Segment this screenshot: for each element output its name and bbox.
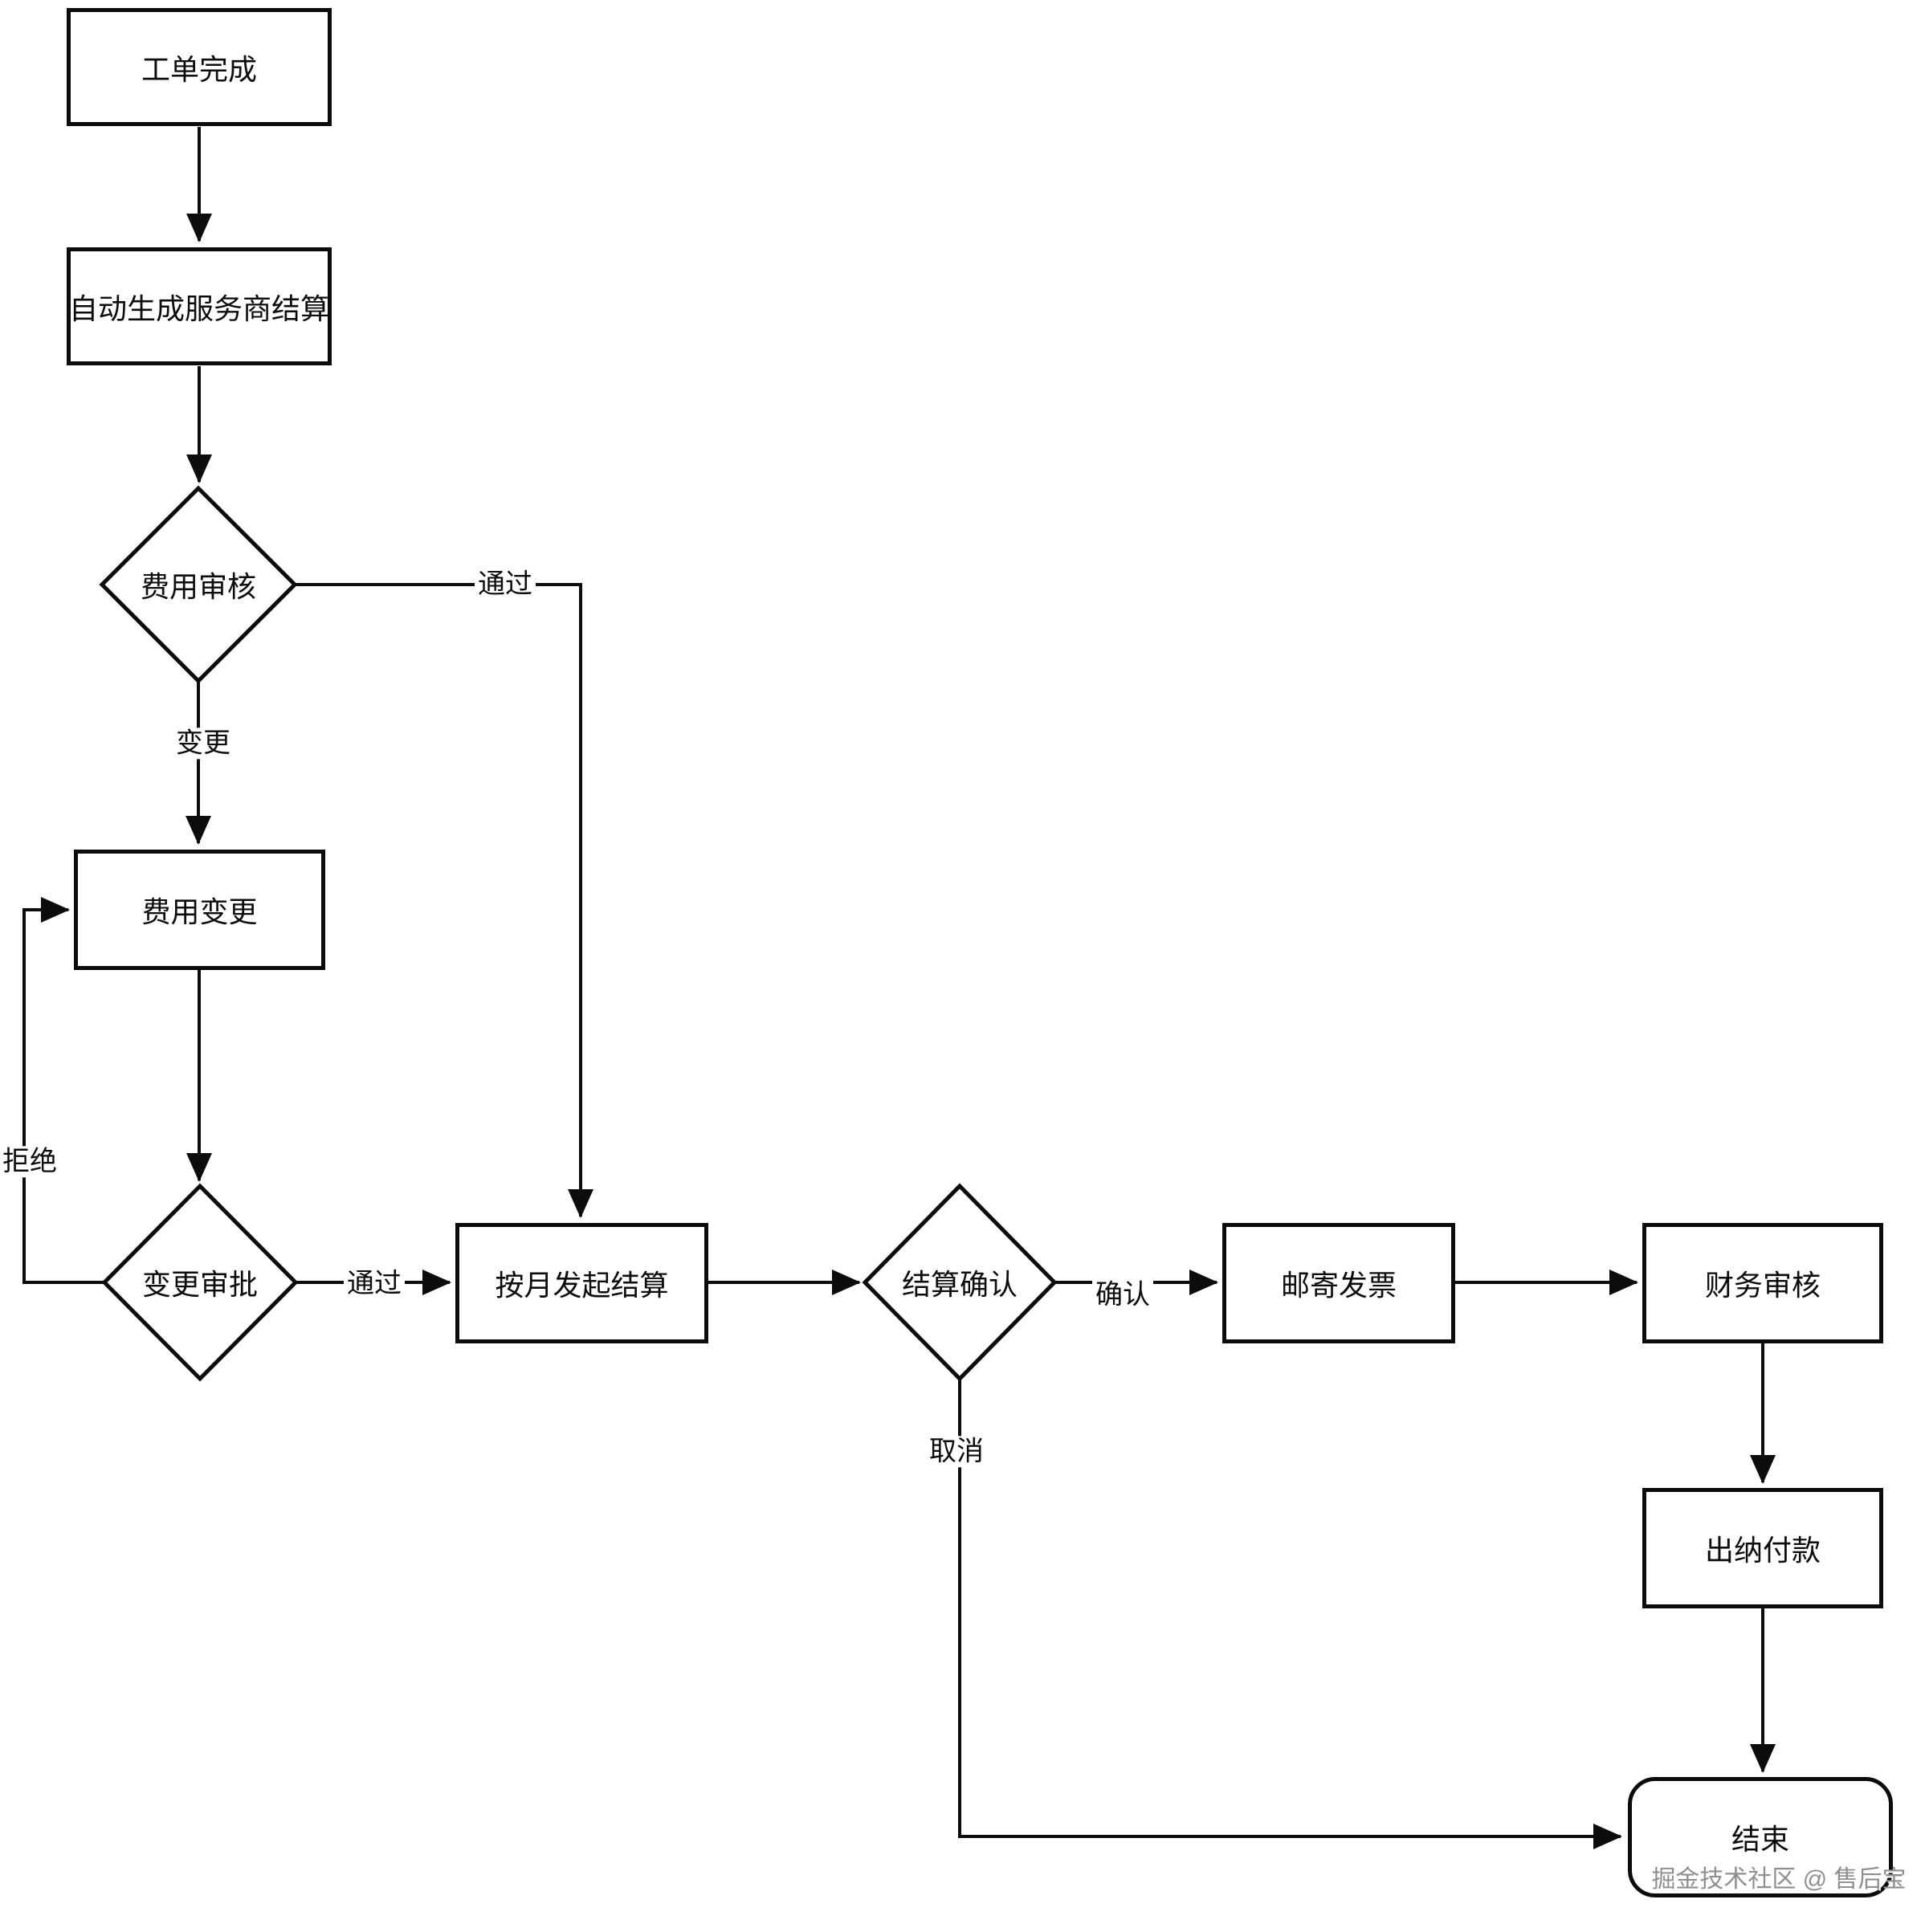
terminal-end-label: 结束 <box>1731 1823 1789 1856</box>
connector-costreview-pass-to-monthly <box>295 583 593 1218</box>
process-work-order-done: 工单完成 <box>67 8 332 126</box>
decision-cost-review-diamond <box>99 485 298 684</box>
process-cashier-payment: 出纳付款 <box>1642 1488 1883 1608</box>
process-cost-change-label: 费用变更 <box>141 895 258 928</box>
process-monthly-settlement-label: 按月发起结算 <box>495 1269 669 1302</box>
decision-settlement-confirm-label: 结算确认 <box>901 1268 1018 1301</box>
process-auto-generate-settlement-label: 自动生成服务商结算 <box>69 291 330 325</box>
connector-settlementconfirm-cancel-to-end <box>958 1379 1622 1849</box>
decision-change-approval-diamond <box>101 1183 299 1382</box>
edge-label-settlement-confirm-cancel: 取消 <box>926 1436 987 1468</box>
terminal-end: 结束 <box>1628 1777 1893 1897</box>
decision-cost-review-label: 费用审核 <box>140 570 257 603</box>
decision-change-approval-label: 变更审批 <box>141 1268 259 1301</box>
process-cashier-payment-label: 出纳付款 <box>1704 1534 1821 1567</box>
decision-settlement-confirm-diamond <box>862 1183 1058 1382</box>
connector-changeapproval-reject-to-costchange <box>22 897 104 1284</box>
edge-label-cost-review-change: 变更 <box>173 728 234 760</box>
process-mail-invoice-label: 邮寄发票 <box>1280 1269 1397 1302</box>
process-mail-invoice: 邮寄发票 <box>1222 1223 1455 1343</box>
edge-label-change-approval-reject: 拒绝 <box>0 1146 60 1178</box>
process-finance-review-label: 财务审核 <box>1704 1269 1821 1302</box>
edge-label-settlement-confirm-ok: 确认 <box>1092 1279 1153 1311</box>
process-auto-generate-settlement: 自动生成服务商结算 <box>67 247 332 365</box>
process-work-order-done-label: 工单完成 <box>141 52 257 86</box>
edge-label-cost-review-pass: 通过 <box>475 569 536 601</box>
edge-label-change-approval-pass: 通过 <box>344 1268 405 1300</box>
process-cost-change: 费用变更 <box>74 850 325 970</box>
watermark: 掘金技术社区 @ 售后宝 <box>1651 1866 1907 1893</box>
process-monthly-settlement: 按月发起结算 <box>455 1223 708 1343</box>
process-finance-review: 财务审核 <box>1642 1223 1883 1343</box>
